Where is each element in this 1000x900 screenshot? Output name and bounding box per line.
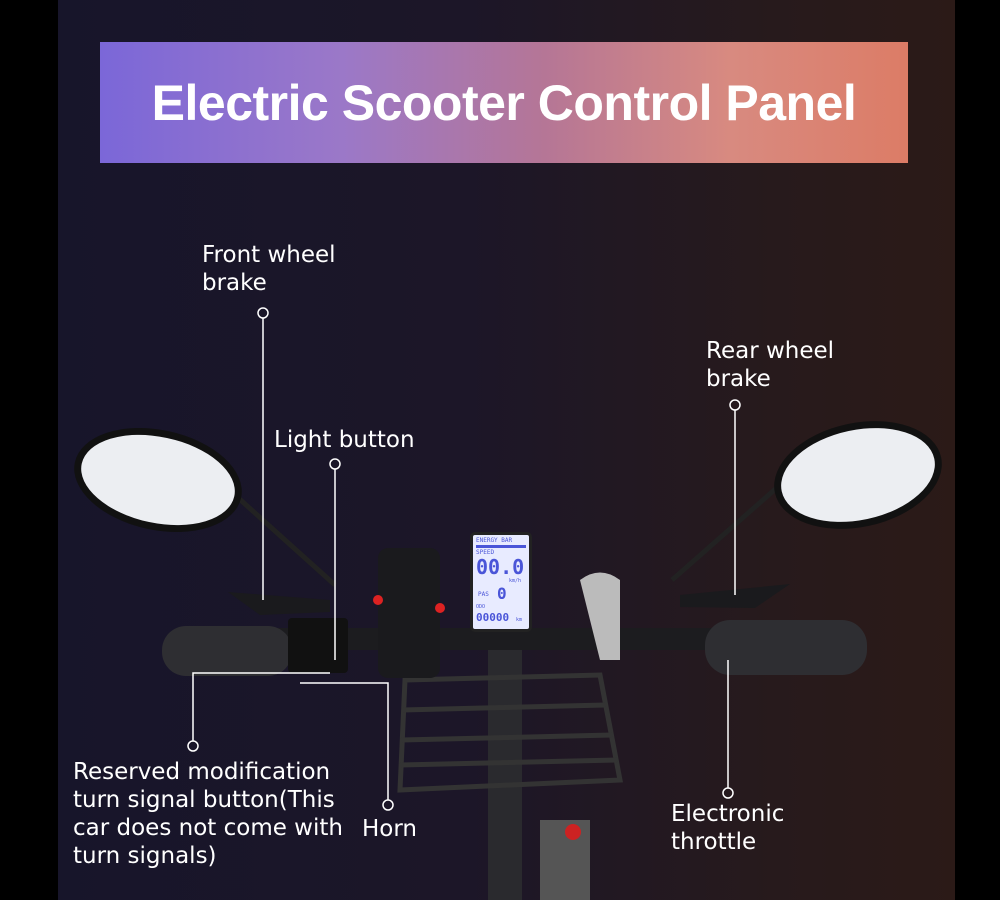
front-basket [397,672,623,793]
stem [488,650,522,900]
odo-value: 00000 [476,611,510,624]
front-brake-lever [228,592,330,615]
holder-clip [373,595,383,605]
left-mirror-arm [233,493,337,587]
label-horn: Horn [362,816,417,842]
right-grip [705,620,867,675]
switch-block [288,618,348,673]
left-grip [162,626,292,676]
left-mirror-glass [81,434,235,526]
label-rear-wheel-brake: Rear wheel brake [706,338,835,392]
fork [540,820,590,900]
thumb-throttle [580,572,620,660]
label-reserved-turn-signal: Reserved modification turn signal button… [73,759,343,869]
odo-unit: km [516,617,523,623]
title-banner: Electric Scooter Control Panel [100,42,908,163]
pas-label: PAS [478,591,489,598]
right-mirror-glass [781,428,935,522]
rear-brake-lever [680,584,790,608]
label-front-wheel-brake: Front wheel brake [202,242,336,296]
speed-unit: km/h [509,578,522,584]
pas-value: 0 [497,584,507,603]
red-knob [565,824,581,840]
leader-lines [187,307,741,811]
odo-label: ODO [476,604,486,610]
label-electronic-throttle: Electronic throttle [671,801,785,855]
speed-value: 00.0 [476,555,525,579]
page-title: Electric Scooter Control Panel [151,74,857,131]
holder-clip [435,603,445,613]
energy-bar [476,545,526,548]
speed-label: SPEED [476,549,495,556]
label-light-button: Light button [274,427,415,453]
phone-holder [378,548,440,678]
energy-bar-label: ENERGY BAR [476,537,513,544]
right-mirror-arm [670,483,782,582]
lcd-display: ENERGY BAR SPEED 00.0 km/h PAS 0 ODO 000… [470,532,532,632]
